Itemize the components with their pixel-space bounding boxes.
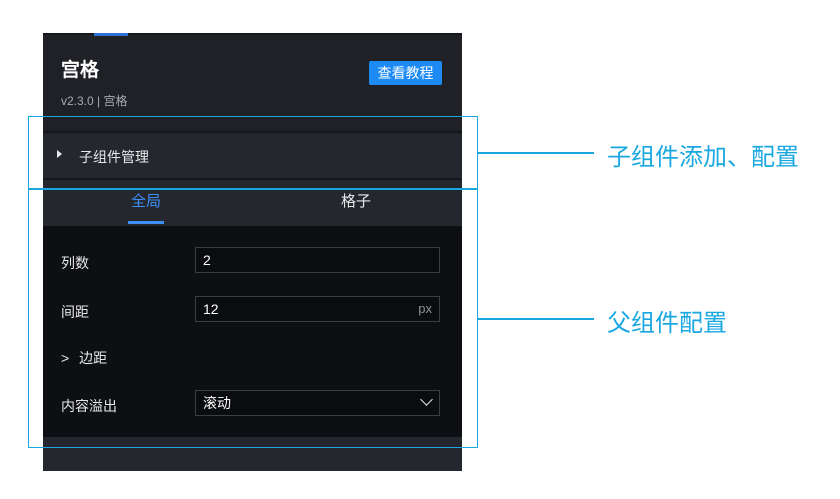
child-callout-line xyxy=(478,152,594,154)
parent-callout-box xyxy=(28,189,478,448)
config-panel: 宫格 v2.3.0 | 宫格 查看教程 子组件管理 全局 格子 列数 2 间距 … xyxy=(43,33,462,471)
overflow-select[interactable]: 滚动 xyxy=(195,390,440,416)
view-tutorial-button[interactable]: 查看教程 xyxy=(369,61,442,85)
columns-value: 2 xyxy=(203,252,211,268)
gap-label: 间距 xyxy=(61,304,89,320)
parent-callout-line xyxy=(478,318,594,320)
active-tab-indicator xyxy=(94,33,128,36)
columns-input[interactable]: 2 xyxy=(195,247,440,273)
header-divider xyxy=(43,131,462,133)
component-title: 宫格 xyxy=(61,60,100,81)
gap-unit: px xyxy=(418,301,432,316)
margin-expander[interactable]: > 边距 xyxy=(61,348,107,368)
tab-underline xyxy=(128,221,164,224)
parent-callout-text: 父组件配置 xyxy=(607,310,727,337)
tab-cell[interactable]: 格子 xyxy=(340,193,371,210)
chevron-right-icon: > xyxy=(61,350,70,366)
overflow-value: 滚动 xyxy=(203,395,231,411)
component-version: v2.3.0 | 宫格 xyxy=(61,94,128,108)
overflow-label: 内容溢出 xyxy=(61,398,117,414)
caret-right-icon xyxy=(57,150,62,158)
gap-value: 12 xyxy=(203,301,219,317)
tab-global[interactable]: 全局 xyxy=(130,193,161,210)
child-callout-box xyxy=(28,116,478,189)
margin-label: 边距 xyxy=(79,350,108,366)
child-component-accordion[interactable]: 子组件管理 xyxy=(43,134,462,178)
gap-input[interactable]: 12 px xyxy=(195,296,440,322)
child-callout-text: 子组件添加、配置 xyxy=(607,144,799,171)
columns-label: 列数 xyxy=(61,255,89,271)
accordion-label: 子组件管理 xyxy=(79,149,149,165)
tab-bar: 全局 格子 xyxy=(43,180,462,226)
top-divider xyxy=(43,33,462,35)
panel-footer-area xyxy=(43,437,462,471)
global-settings: 列数 2 间距 12 px > 边距 内容溢出 滚动 xyxy=(43,226,462,437)
accordion-divider xyxy=(43,178,462,180)
